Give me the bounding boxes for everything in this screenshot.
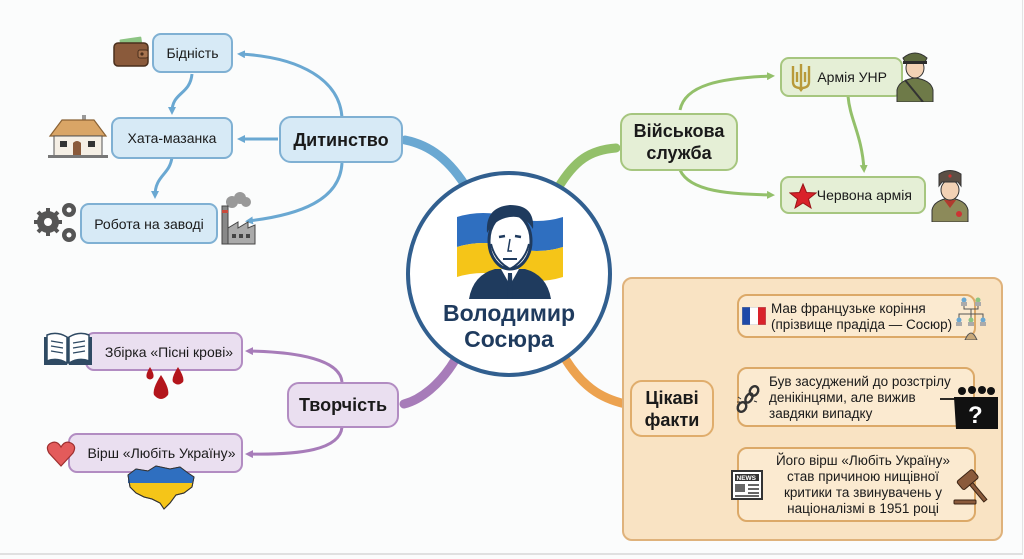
france-flag-icon <box>742 307 766 325</box>
ukraine-map-icon <box>127 465 195 510</box>
book-icon <box>44 332 92 365</box>
item-label: Червона армія <box>816 187 912 203</box>
fact-text: Мав французьке коріння(прізвище прадіда … <box>771 301 953 332</box>
svg-text:?: ? <box>968 402 983 429</box>
fact-french-roots[interactable]: Мав французьке коріння(прізвище прадіда … <box>737 294 976 338</box>
heart-icon <box>46 441 76 467</box>
branch-childhood-label: Дитинство <box>293 129 389 150</box>
factory-icon <box>221 192 256 245</box>
soldier-red-army-icon <box>931 170 969 222</box>
blood-drops-icon <box>146 367 184 399</box>
gavel-icon <box>953 469 988 505</box>
item-label: Робота на заводі <box>94 215 204 232</box>
item-label: Хата-мазанка <box>127 130 217 146</box>
childhood-item-hut[interactable]: Хата-мазанка <box>111 117 233 159</box>
item-label: Бідність <box>166 45 219 61</box>
house-icon <box>48 115 108 158</box>
portrait-icon <box>457 205 563 299</box>
gears-icon <box>34 203 76 242</box>
newspaper-icon: NEWS <box>731 470 763 500</box>
fact-text: Його вірш «Любіть Україну»став причиною … <box>775 453 951 516</box>
creativity-item-songs-of-blood[interactable]: Збірка «Пісні крові» <box>85 332 243 371</box>
broken-chain-icon <box>736 385 760 413</box>
item-label: Армія УНР <box>817 69 887 85</box>
branch-creativity-label: Творчість <box>298 395 388 415</box>
family-tree-icon <box>956 297 986 340</box>
branch-childhood[interactable]: Дитинство <box>279 116 403 163</box>
soldier-unr-icon <box>896 52 934 102</box>
item-label: Збірка «Пісні крові» <box>104 343 234 360</box>
item-label: Вірш «Любіть Україну» <box>87 445 236 461</box>
red-star-icon <box>789 183 817 209</box>
firing-squad-icon: ? <box>940 386 998 429</box>
childhood-item-poverty[interactable]: Бідність <box>152 33 233 73</box>
wallet-icon <box>113 36 149 67</box>
trident-icon <box>791 64 811 92</box>
fact-poem-criticism[interactable]: Його вірш «Любіть Україну»став причиною … <box>737 447 976 522</box>
childhood-item-factory-work[interactable]: Робота на заводі <box>80 203 218 244</box>
branch-creativity[interactable]: Творчість <box>287 382 399 428</box>
svg-text:NEWS: NEWS <box>737 475 757 482</box>
